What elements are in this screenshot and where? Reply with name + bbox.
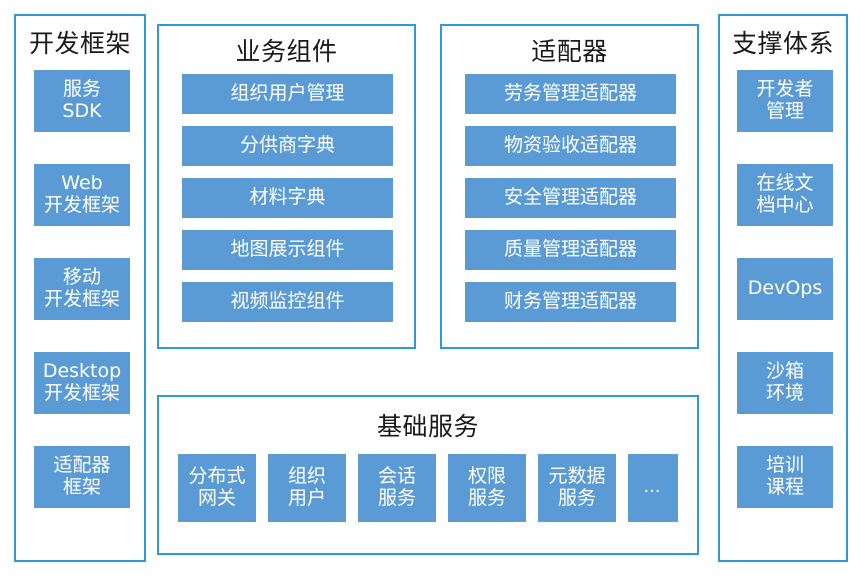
tile-session-service[interactable]: 会话 服务 (358, 454, 436, 522)
tile-distributed-gateway[interactable]: 分布式 网关 (178, 454, 256, 522)
tile-row-base-services: 分布式 网关 组织 用户 会话 服务 权限 服务 元数据 服务 … (178, 454, 678, 522)
tile-map-display-component[interactable]: 地图展示组件 (182, 230, 393, 270)
panel-title-base-services: 基础服务 (376, 412, 479, 441)
tile-video-monitor-component[interactable]: 视频监控组件 (182, 282, 393, 322)
tile-finance-management-adapter[interactable]: 财务管理适配器 (465, 282, 676, 322)
tile-list-dev-framework: 服务 SDK Web 开发框架 移动 开发框架 Desktop 开发框架 适配器… (34, 70, 130, 508)
tile-list-business-components: 组织用户管理 分供商字典 材料字典 地图展示组件 视频监控组件 (182, 74, 393, 322)
panel-dev-framework: 开发框架 服务 SDK Web 开发框架 移动 开发框架 Desktop 开发框… (14, 14, 146, 562)
tile-service-sdk[interactable]: 服务 SDK (34, 70, 130, 132)
panel-title-adapters: 适配器 (531, 37, 608, 66)
tile-sandbox-environment[interactable]: 沙箱 环境 (737, 352, 833, 414)
panel-title-dev-framework: 开发框架 (28, 29, 131, 58)
tile-quality-management-adapter[interactable]: 质量管理适配器 (465, 230, 676, 270)
panel-adapters: 适配器 劳务管理适配器 物资验收适配器 安全管理适配器 质量管理适配器 财务管理… (440, 24, 699, 349)
tile-developer-management[interactable]: 开发者 管理 (737, 70, 833, 132)
tile-more-services[interactable]: … (628, 454, 678, 522)
tile-training-courses[interactable]: 培训 课程 (737, 446, 833, 508)
panel-base-services: 基础服务 分布式 网关 组织 用户 会话 服务 权限 服务 元数据 服务 … (157, 395, 699, 555)
tile-metadata-service[interactable]: 元数据 服务 (538, 454, 616, 522)
tile-permission-service[interactable]: 权限 服务 (448, 454, 526, 522)
tile-list-adapters: 劳务管理适配器 物资验收适配器 安全管理适配器 质量管理适配器 财务管理适配器 (465, 74, 676, 322)
tile-org-user-management[interactable]: 组织用户管理 (182, 74, 393, 114)
tile-material-acceptance-adapter[interactable]: 物资验收适配器 (465, 126, 676, 166)
tile-material-dictionary[interactable]: 材料字典 (182, 178, 393, 218)
tile-labor-management-adapter[interactable]: 劳务管理适配器 (465, 74, 676, 114)
tile-online-doc-center[interactable]: 在线文 档中心 (737, 164, 833, 226)
tile-safety-management-adapter[interactable]: 安全管理适配器 (465, 178, 676, 218)
panel-title-support-system: 支撑体系 (731, 29, 834, 58)
tile-supplier-dictionary[interactable]: 分供商字典 (182, 126, 393, 166)
panel-title-business-components: 业务组件 (235, 37, 338, 66)
panel-business-components: 业务组件 组织用户管理 分供商字典 材料字典 地图展示组件 视频监控组件 (157, 24, 416, 349)
tile-devops[interactable]: DevOps (737, 258, 833, 320)
more-ellipsis-icon: … (643, 477, 663, 498)
tile-web-dev-framework[interactable]: Web 开发框架 (34, 164, 130, 226)
tile-desktop-dev-framework[interactable]: Desktop 开发框架 (34, 352, 130, 414)
tile-mobile-dev-framework[interactable]: 移动 开发框架 (34, 258, 130, 320)
panel-support-system: 支撑体系 开发者 管理 在线文 档中心 DevOps 沙箱 环境 培训 课程 (718, 14, 848, 562)
tile-adapter-framework[interactable]: 适配器 框架 (34, 446, 130, 508)
tile-org-user[interactable]: 组织 用户 (268, 454, 346, 522)
tile-list-support-system: 开发者 管理 在线文 档中心 DevOps 沙箱 环境 培训 课程 (737, 70, 833, 508)
